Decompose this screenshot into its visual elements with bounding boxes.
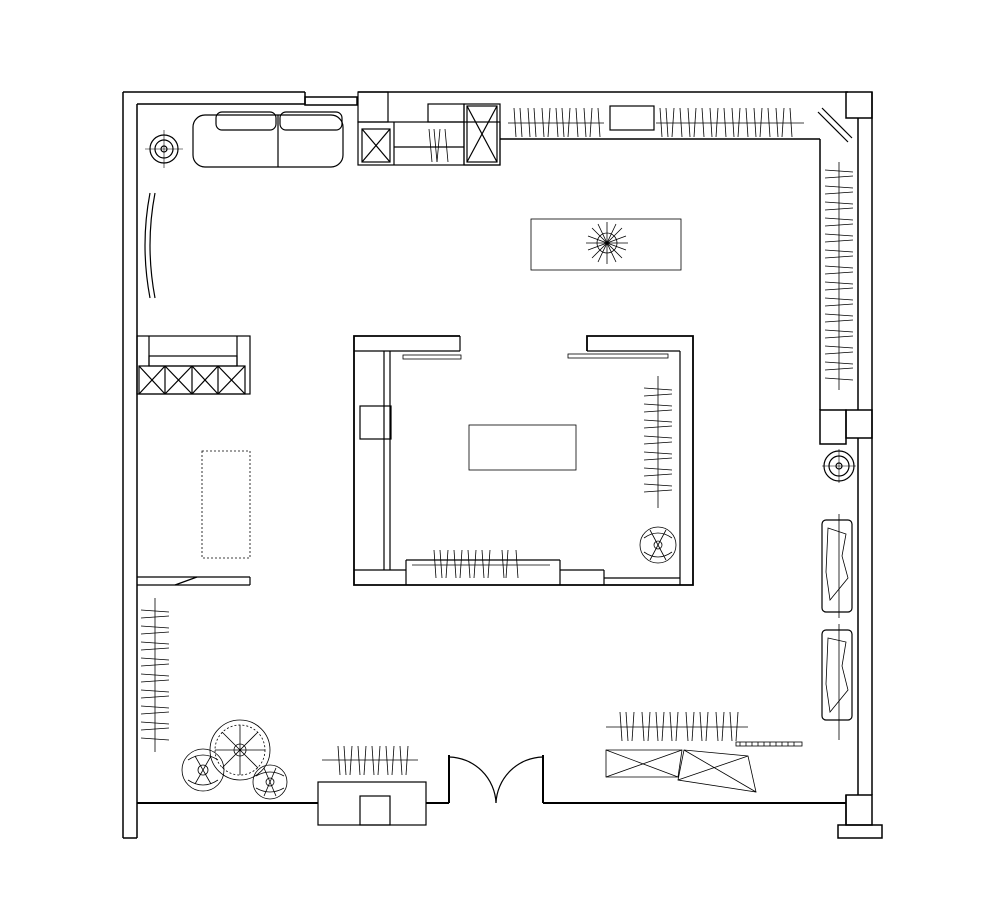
stone-bench-icon bbox=[821, 624, 853, 740]
cashier-counter bbox=[317, 781, 427, 826]
display-table-top bbox=[609, 105, 655, 131]
hanging-clothes-rail-icon bbox=[412, 549, 550, 579]
double-swing-door-icon bbox=[448, 756, 544, 804]
crossed-box-icon bbox=[361, 128, 391, 163]
hanging-clothes-rail-icon bbox=[606, 711, 748, 742]
storage-cabinets-top bbox=[357, 91, 501, 166]
hanging-clothes-rail-icon bbox=[508, 107, 604, 138]
crossed-box-icon bbox=[677, 749, 757, 793]
stone-bench-icon bbox=[821, 514, 853, 618]
crossed-box-icon bbox=[605, 749, 683, 778]
hanging-clothes-rail-icon bbox=[643, 376, 673, 508]
corner-mirror bbox=[817, 107, 853, 143]
hanging-clothes-rail-icon bbox=[322, 745, 418, 776]
hanging-clothes-rail-icon bbox=[656, 107, 804, 138]
hanging-clothes-rail-icon bbox=[824, 162, 854, 390]
exterior-walls bbox=[122, 91, 883, 839]
folded-garment-rail bbox=[735, 741, 803, 747]
curved-display-rail bbox=[144, 192, 156, 299]
display-table-center-top bbox=[530, 218, 682, 271]
hanging-clothes-rail-icon bbox=[428, 128, 449, 163]
central-island bbox=[353, 335, 694, 586]
sofa-icon bbox=[192, 111, 344, 168]
round-column-icon bbox=[145, 130, 183, 168]
fitting-room-door bbox=[137, 576, 251, 586]
shelving-unit-left bbox=[136, 335, 251, 395]
potted-plant-icon bbox=[209, 719, 271, 781]
potted-plant-icon bbox=[181, 748, 225, 792]
crossed-box-icon bbox=[466, 105, 498, 163]
potted-plant-icon bbox=[639, 526, 677, 564]
round-column-icon bbox=[822, 449, 856, 483]
potted-plant-icon bbox=[252, 764, 288, 800]
display-table-left bbox=[201, 450, 251, 559]
hanging-clothes-rail-icon bbox=[140, 598, 170, 752]
potted-plant-icon bbox=[586, 222, 628, 264]
